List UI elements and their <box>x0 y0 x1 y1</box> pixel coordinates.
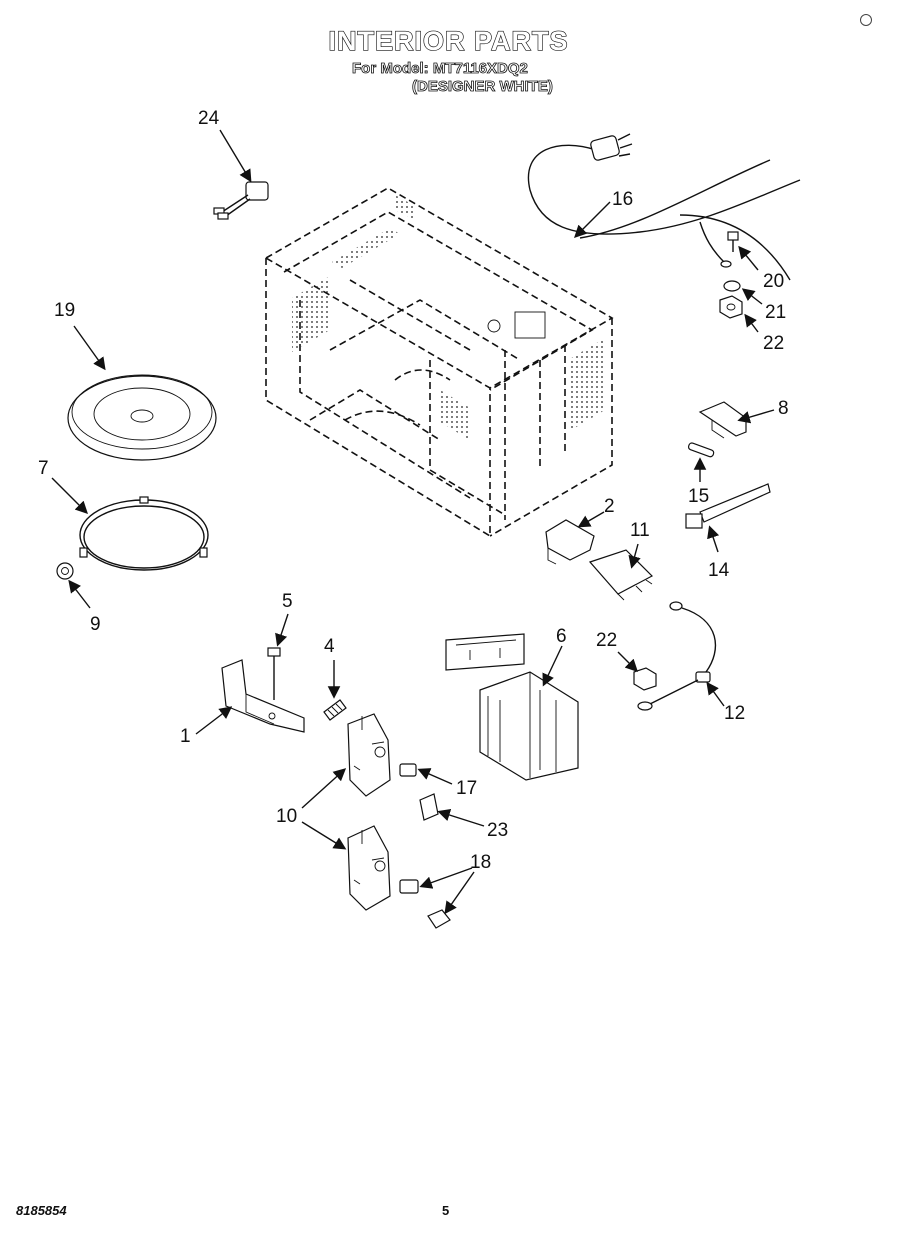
callout-12: 12 <box>706 681 745 724</box>
callout-17: 17 <box>417 768 477 799</box>
callout-4: 4 <box>324 636 341 699</box>
svg-text:8: 8 <box>778 398 789 419</box>
part-22-nut-top <box>719 295 743 319</box>
corner-mark <box>860 14 872 26</box>
svg-text:6: 6 <box>556 626 567 647</box>
part-22-nut-lower <box>633 667 657 691</box>
callout-22-lower: 22 <box>596 630 638 672</box>
svg-text:23: 23 <box>487 820 508 841</box>
callout-15: 15 <box>688 457 709 507</box>
svg-text:1: 1 <box>180 726 191 747</box>
part-12-diode <box>637 601 717 711</box>
svg-text:12: 12 <box>724 703 745 724</box>
callout-14: 14 <box>707 525 730 581</box>
callout-6: 6 <box>542 626 567 687</box>
part-2-capacitor-bracket <box>545 519 595 565</box>
svg-text:11: 11 <box>630 520 650 541</box>
callout-11: 11 <box>628 520 650 569</box>
callout-21: 21 <box>741 288 786 323</box>
svg-text:24: 24 <box>198 108 220 129</box>
callout-22-top: 22 <box>744 313 784 354</box>
part-9-coupler <box>56 562 74 580</box>
part-18-switch-upper <box>399 879 419 894</box>
page-number: 5 <box>442 1203 450 1218</box>
part-23-switch <box>419 793 439 821</box>
part-10-interlock-lower <box>347 825 391 911</box>
svg-text:16: 16 <box>612 189 633 210</box>
svg-text:10: 10 <box>276 806 297 827</box>
part-4-spring <box>323 699 347 721</box>
part-7-roller-ring <box>79 496 209 571</box>
callout-9: 9 <box>68 579 101 635</box>
svg-text:14: 14 <box>708 560 730 581</box>
part-20-screw <box>727 231 739 252</box>
callout-24: 24 <box>198 108 252 183</box>
model-line: For Model: MT7116XDQ2 <box>352 60 529 78</box>
part-6-transformer <box>445 633 579 781</box>
svg-text:5: 5 <box>282 591 293 612</box>
callout-7: 7 <box>38 458 88 514</box>
svg-text:4: 4 <box>324 636 335 657</box>
part-16-power-cord <box>527 133 801 281</box>
svg-text:18: 18 <box>470 852 491 873</box>
document-part-number: 8185854 <box>16 1203 67 1218</box>
part-10-interlock-upper <box>347 713 391 797</box>
callout-16: 16 <box>574 189 633 238</box>
callout-20: 20 <box>738 245 784 292</box>
svg-text:21: 21 <box>765 302 786 323</box>
callout-5: 5 <box>275 591 293 647</box>
callout-10: 10 <box>276 768 347 850</box>
callout-18: 18 <box>419 852 491 915</box>
part-8-bracket <box>698 401 747 439</box>
svg-text:2: 2 <box>604 496 615 517</box>
callout-2: 2 <box>577 496 615 528</box>
svg-text:22: 22 <box>763 333 784 354</box>
part-11-capacitor <box>588 549 653 601</box>
oven-cavity-outline <box>264 187 614 538</box>
part-18-switch-lower <box>427 909 451 929</box>
part-21-washer <box>723 280 741 292</box>
page-title: INTERIOR PARTS <box>328 25 569 56</box>
callout-23: 23 <box>437 808 508 841</box>
svg-text:19: 19 <box>54 300 75 321</box>
color-line: (DESIGNER WHITE) <box>412 78 554 96</box>
svg-text:9: 9 <box>90 614 101 635</box>
callout-8: 8 <box>737 398 789 424</box>
part-17-switch <box>399 763 417 777</box>
part-14-cable-tie <box>685 483 771 529</box>
callout-19: 19 <box>54 300 106 371</box>
svg-text:15: 15 <box>688 486 709 507</box>
svg-text:17: 17 <box>456 778 477 799</box>
part-5-screw <box>267 647 281 700</box>
part-19-glass-tray <box>67 374 217 461</box>
part-24-thermal-cutout <box>213 181 269 220</box>
svg-text:20: 20 <box>763 271 784 292</box>
svg-text:22: 22 <box>596 630 617 651</box>
svg-text:7: 7 <box>38 458 49 479</box>
part-1-latch-bracket <box>221 659 305 733</box>
callout-1: 1 <box>180 706 233 747</box>
part-15-fuse <box>687 442 715 458</box>
